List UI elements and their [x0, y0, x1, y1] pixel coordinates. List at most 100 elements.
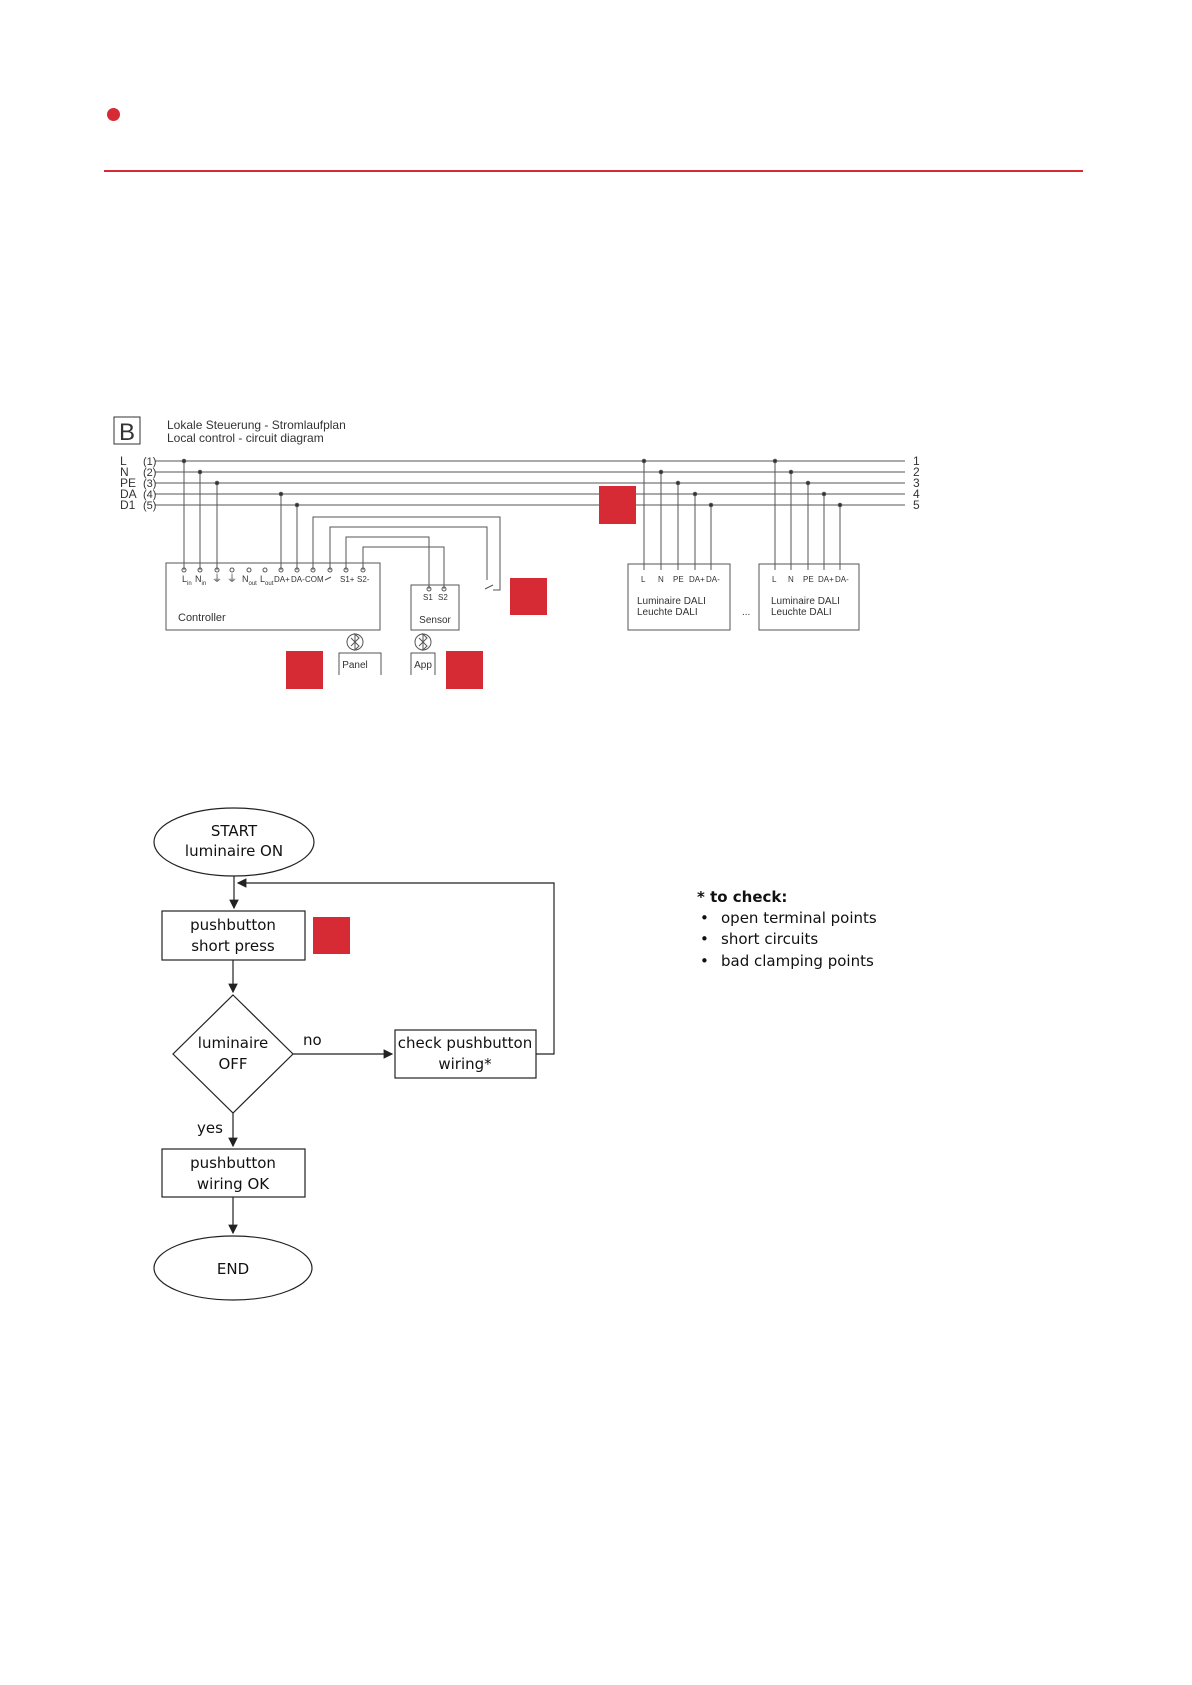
- terminal-nout: Nout: [242, 574, 257, 587]
- lum2-label-en: Luminaire DALI: [771, 596, 840, 607]
- terminal-pe-1: ⏚: [212, 573, 222, 585]
- circuit-diagram: B Lokale Steuerung - Stromlaufplan Local…: [113, 416, 920, 675]
- bus-name-pe: PE: [120, 476, 136, 490]
- luminaire-box-2: [758, 563, 860, 631]
- junction-dot: [278, 491, 284, 497]
- push-text-1: pushbutton: [190, 916, 276, 934]
- wire-s1-pushbutton: [329, 526, 488, 580]
- sensor-label: Sensor: [419, 615, 451, 626]
- red-marker: [599, 486, 636, 524]
- bluetooth-icon: [350, 632, 360, 652]
- red-markers: [286, 486, 636, 689]
- lum2-terminal-dap: DA+: [818, 575, 834, 584]
- section-letter-box: [113, 416, 141, 445]
- sensor-terminal-s2: [441, 586, 447, 592]
- terminal-s2: S2-: [357, 575, 370, 584]
- pushbutton-symbol: [484, 584, 494, 590]
- lum1-terminal-dam: DA-: [706, 575, 720, 584]
- lum1-terminal-dap: DA+: [689, 575, 705, 584]
- junction-dot: [294, 502, 300, 508]
- bus-name-l: L: [120, 454, 127, 468]
- red-marker: [313, 917, 350, 954]
- wire-com-pushbutton: [312, 516, 501, 591]
- arrow-loop-back: [236, 878, 555, 1055]
- luminaire-ellipsis: ...: [742, 607, 750, 618]
- check-notes: * to check: • open terminal points • sho…: [697, 888, 877, 970]
- terminal-lin: Lin: [182, 574, 192, 587]
- bus-name-n: N: [120, 465, 129, 479]
- lum1-label-de: Leuchte DALI: [637, 607, 698, 618]
- junction-dot: [197, 469, 203, 475]
- check-text-2: wiring*: [438, 1055, 492, 1073]
- bus-right-2: 2: [913, 465, 920, 479]
- lum2-terminal-dam: DA-: [835, 575, 849, 584]
- bluetooth-icon: [418, 632, 428, 652]
- lum1-label-en: Luminaire DALI: [637, 596, 706, 607]
- decision-text-2: OFF: [218, 1055, 247, 1073]
- bus-right-1: 1: [913, 454, 920, 468]
- decision-diamond: [172, 994, 294, 1114]
- bus-num-n: (2): [143, 467, 156, 479]
- red-marker: [446, 651, 483, 689]
- junction-dot: [181, 458, 187, 464]
- luminaire-box-1: [627, 563, 731, 631]
- lum1-terminal-n: N: [658, 575, 664, 584]
- panel-label: Panel: [342, 660, 368, 671]
- bus-num-pe: (3): [143, 478, 156, 490]
- lum2-terminal-l: L: [772, 575, 777, 584]
- bus-right-4: 4: [913, 487, 920, 501]
- bus-name-d1: D1: [120, 498, 136, 512]
- wire-s1-sensor: [345, 536, 430, 589]
- lum1-terminal-pe: PE: [673, 575, 684, 584]
- controller-terminal-circles: [181, 567, 366, 573]
- controller-box: [165, 562, 381, 631]
- app-label: App: [414, 660, 432, 671]
- notes-item-1: open terminal points: [721, 909, 877, 927]
- circuit-title-en: Local control - circuit diagram: [167, 431, 324, 445]
- sensor-box: [410, 584, 460, 631]
- notes-bullet: •: [700, 930, 709, 948]
- sensor-s1-label: S1: [423, 593, 433, 602]
- section-letter: B: [119, 419, 135, 446]
- decision-text-1: luminaire: [198, 1034, 268, 1052]
- check-text-1: check pushbutton: [398, 1034, 533, 1052]
- lum2-terminal-n: N: [788, 575, 794, 584]
- lum1-terminal-l: L: [641, 575, 646, 584]
- ok-text-2: wiring OK: [197, 1175, 270, 1193]
- flowchart: START luminaire ON pushbutton short pres…: [153, 807, 555, 1301]
- no-label: no: [303, 1031, 322, 1049]
- bus-num-d1: (5): [143, 500, 156, 512]
- red-marker: [510, 578, 547, 615]
- controller-label: Controller: [178, 612, 226, 624]
- lum2-terminal-pe: PE: [803, 575, 814, 584]
- end-text: END: [217, 1260, 249, 1278]
- terminal-s1: S1+: [340, 575, 355, 584]
- bus-right-3: 3: [913, 476, 920, 490]
- terminal-nin: Nin: [195, 574, 206, 587]
- bus-right-5: 5: [913, 498, 920, 512]
- lum2-label-de: Leuchte DALI: [771, 607, 832, 618]
- red-bullet-dot: [107, 108, 120, 121]
- panel-box: [338, 652, 382, 675]
- end-terminal: [153, 1235, 313, 1301]
- terminal-dap: DA+: [274, 575, 290, 584]
- sensor-s2-label: S2: [438, 593, 448, 602]
- sensor-terminal-s1: [426, 586, 432, 592]
- start-text-1: START: [211, 822, 258, 840]
- terminal-dam: DA-: [291, 575, 305, 584]
- notes-item-3: bad clamping points: [721, 952, 874, 970]
- ok-text-1: pushbutton: [190, 1154, 276, 1172]
- terminal-pe-2: ⏚: [227, 573, 237, 585]
- red-marker: [286, 651, 323, 689]
- bus-name-da: DA: [120, 487, 137, 501]
- bus-num-da: (4): [143, 489, 156, 501]
- start-text-2: luminaire ON: [185, 842, 283, 860]
- notes-bullet: •: [700, 909, 709, 927]
- notes-title: * to check:: [697, 888, 787, 906]
- terminal-com: COM: [305, 575, 324, 584]
- yes-label: yes: [197, 1119, 223, 1137]
- circuit-title-de: Lokale Steuerung - Stromlaufplan: [167, 418, 346, 432]
- app-box: [410, 652, 436, 675]
- switch-symbol: [324, 576, 332, 581]
